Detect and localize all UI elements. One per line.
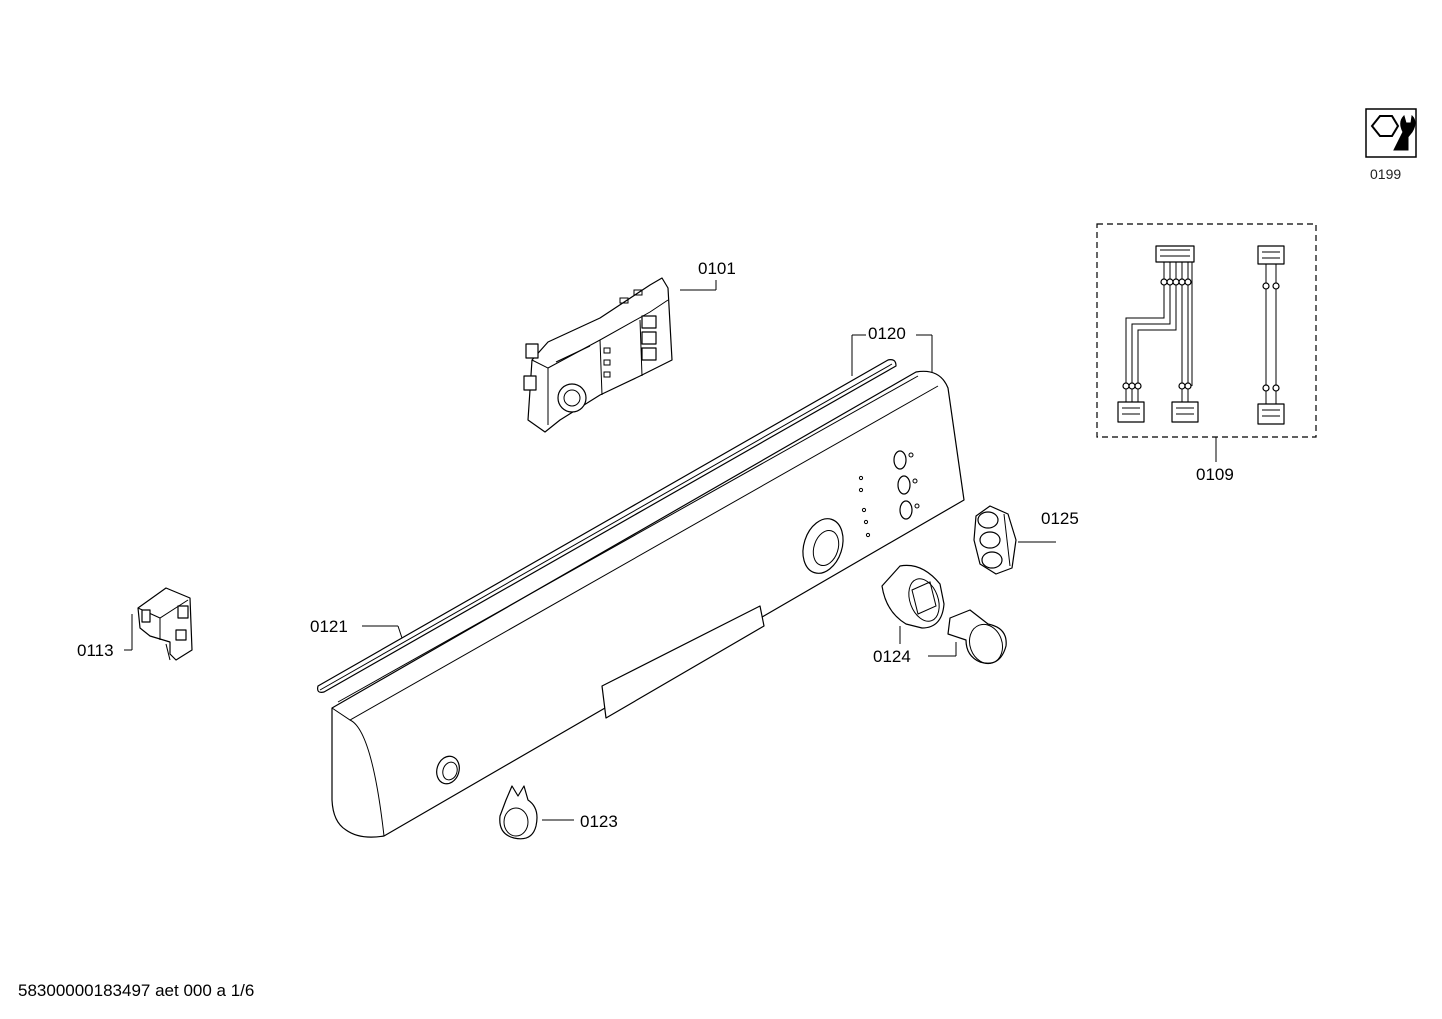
callout-0113: 0113 (77, 641, 114, 660)
callout-0101: 0101 (698, 259, 736, 278)
callout-0125: 0125 (1041, 509, 1079, 528)
callout-0109: 0109 (1196, 465, 1234, 484)
part-0101-control-module (523, 277, 673, 433)
leader-0124 (899, 626, 957, 657)
part-0121-trim-strip (317, 359, 897, 693)
callout-0124: 0124 (873, 647, 911, 666)
callout-0199: 0199 (1370, 166, 1402, 182)
callout-0123: 0123 (580, 812, 618, 831)
part-0125-button-holder (973, 505, 1017, 575)
part-0109-wiring-harness (1096, 223, 1317, 438)
document-id: 58300000183497 aet 000 a 1/6 (18, 981, 255, 1000)
part-0120-control-panel (331, 370, 965, 838)
part-0123-small-knob (499, 785, 538, 840)
callout-0121: 0121 (310, 617, 348, 636)
part-0124-knob (881, 564, 1007, 665)
callout-0120: 0120 (868, 324, 906, 343)
leader-0120 (851, 334, 933, 376)
part-0113-clip (137, 587, 193, 661)
wrench-nut-icon (1365, 108, 1417, 158)
